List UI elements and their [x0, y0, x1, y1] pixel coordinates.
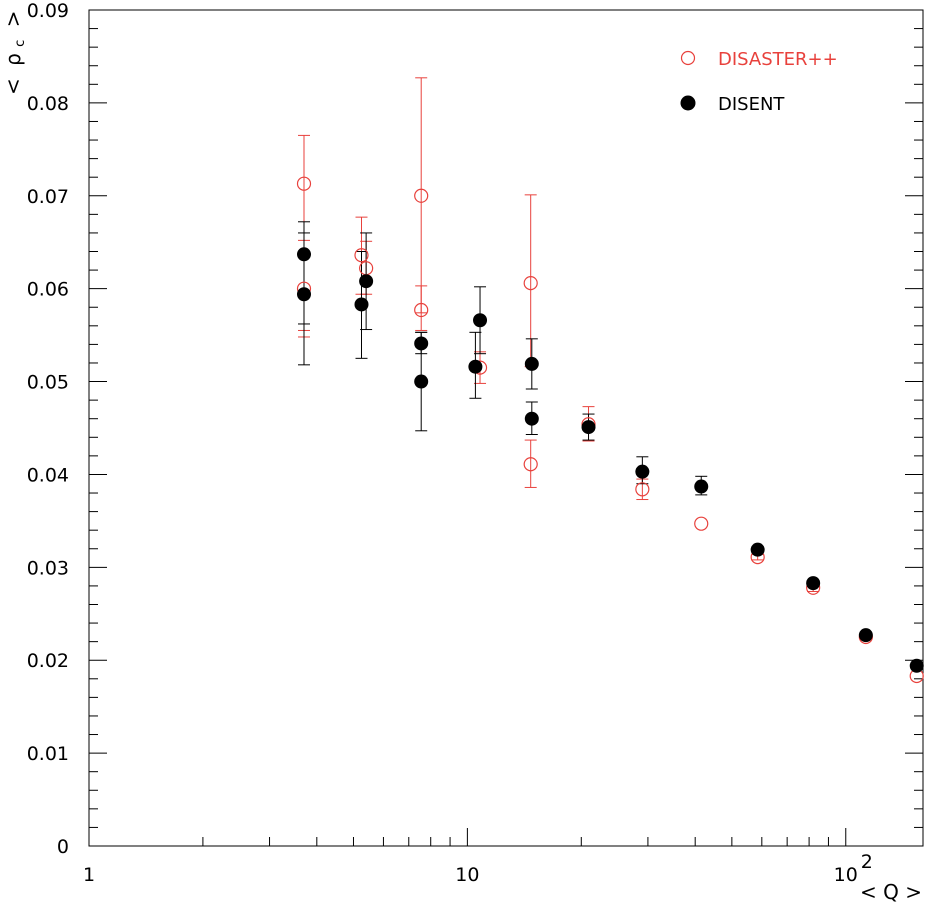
y-tick-label: 0.05: [27, 372, 69, 394]
x-tick-label: 10: [455, 864, 479, 886]
x-tick-label: 10: [834, 864, 858, 886]
y-tick-label: 0: [57, 836, 69, 858]
y-tick-label: 0.07: [27, 186, 69, 208]
data-point-disent: [473, 313, 488, 328]
data-point-disent: [750, 542, 765, 557]
legend-marker-disent: [680, 95, 696, 111]
data-point-disent: [414, 336, 429, 351]
data-point-disent: [858, 628, 873, 643]
data-point-disent: [635, 464, 650, 479]
legend-label-disaster: DISASTER++: [718, 49, 838, 70]
data-point-disent: [359, 274, 374, 289]
data-point-disent: [909, 658, 924, 673]
y-tick-label: 0.03: [27, 557, 69, 579]
data-points: [296, 176, 924, 684]
x-tick-label: 1: [83, 864, 95, 886]
data-point-disent: [296, 287, 311, 302]
y-tick-label: 0.09: [27, 0, 69, 22]
legend-marker-disaster: [680, 50, 696, 66]
data-point-disent: [468, 359, 483, 374]
y-axis-label: < ρ c >: [1, 11, 29, 95]
data-point-disent: [296, 247, 311, 262]
data-point-disaster: [694, 516, 709, 531]
y-tick-label: 0.08: [27, 93, 69, 115]
data-point-disent: [354, 297, 369, 312]
data-point-disaster: [523, 275, 538, 291]
y-tick-label: 0.02: [27, 650, 69, 672]
y-tick-label: 0.04: [27, 464, 69, 486]
data-point-disent: [524, 356, 539, 371]
data-point-disaster: [354, 248, 369, 263]
data-point-disaster: [414, 188, 429, 203]
data-point-disaster: [635, 482, 650, 497]
y-axis-title: < ρ c >: [1, 11, 29, 95]
x-tick-label-exponent: 2: [861, 851, 873, 873]
plot-frame: [88, 9, 924, 847]
y-tick-label: 0.06: [27, 279, 69, 301]
x-axis-title: < Q >: [860, 880, 922, 904]
legend: DISASTER++ DISENT: [680, 49, 838, 115]
data-point-disaster: [296, 176, 312, 191]
data-point-disent: [694, 479, 709, 494]
x-axis-label: < Q >: [860, 880, 922, 904]
data-point-disaster: [523, 457, 538, 472]
data-point-disaster: [414, 302, 429, 318]
data-point-disent: [581, 420, 596, 435]
y-axis-ticks: 0 0.01 0.02 0.03 0.04 0.05 0.06 0.07 0.08 0.09: [27, 0, 923, 858]
data-point-disent: [806, 576, 821, 591]
legend-label-disent: DISENT: [718, 94, 785, 115]
y-tick-label: 0.01: [27, 743, 69, 765]
data-point-disent: [524, 411, 539, 426]
error-bars: [297, 77, 872, 641]
data-point-disent: [414, 374, 429, 389]
